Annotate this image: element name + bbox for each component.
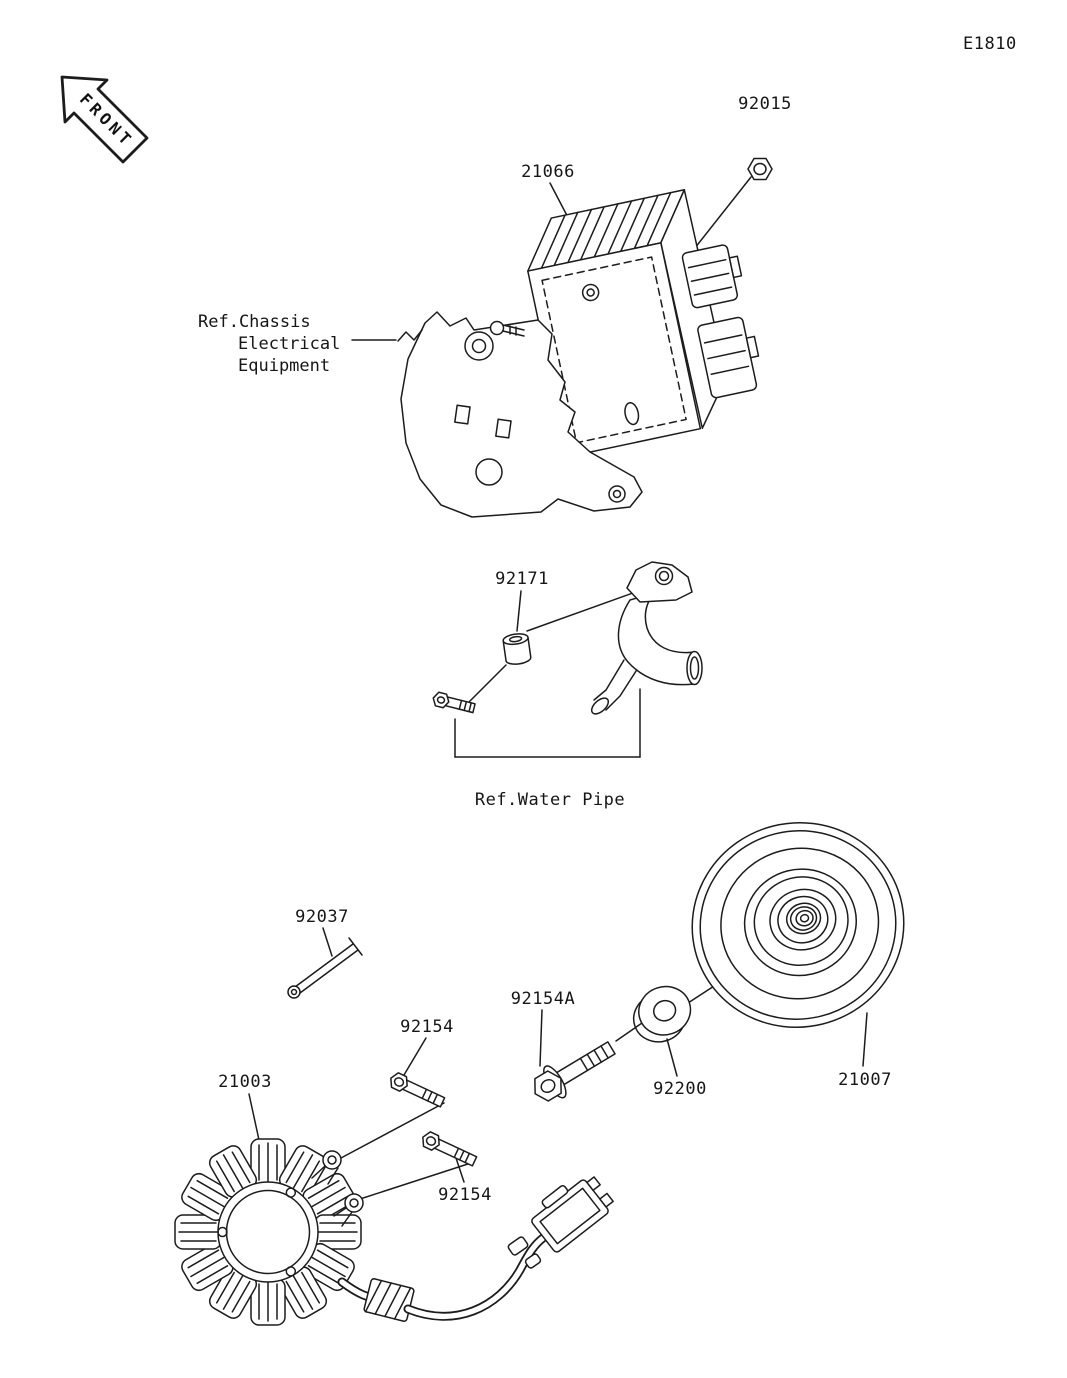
leader-line — [248, 1093, 260, 1141]
leader-line — [526, 588, 645, 632]
part-label-21007: 21007 — [838, 1070, 892, 1090]
water-pipe-drawing — [590, 561, 703, 715]
regulator-connector — [681, 244, 743, 309]
leader-line — [666, 1038, 678, 1077]
leader-line — [539, 1009, 543, 1067]
part-label-92154-lower: 92154 — [438, 1185, 492, 1205]
part-label-92037: 92037 — [295, 907, 349, 927]
nut-92015-drawing — [747, 157, 773, 181]
bracket-screw-drawing — [489, 320, 525, 337]
leader-line — [467, 664, 507, 704]
washer-92200-drawing — [632, 985, 692, 1043]
bolt-92154a-drawing — [534, 1041, 616, 1102]
ref-chassis-label-line2: Electrical — [238, 334, 341, 354]
leader-line — [862, 1012, 868, 1067]
stator-21003-drawing — [174, 1138, 364, 1326]
stator-mount-ear — [333, 1193, 364, 1227]
ref-chassis-label: Ref.Chassis Electrical Equipment — [198, 311, 340, 377]
leader-line — [615, 1022, 643, 1042]
clamp-92171-drawing — [502, 633, 532, 665]
bolt-92154-upper-drawing — [390, 1072, 446, 1108]
leader-line — [516, 590, 522, 632]
part-label-92200: 92200 — [653, 1079, 707, 1099]
part-label-92015: 92015 — [738, 94, 792, 114]
part-label-21003: 21003 — [218, 1072, 272, 1092]
ref-chassis-label-line1: Ref.Chassis — [198, 312, 311, 332]
chassis-bracket-drawing — [397, 311, 643, 518]
regulator-21066-drawing — [527, 189, 760, 458]
stator-cable-drawing — [337, 1176, 614, 1322]
regulator-connector — [697, 316, 760, 399]
front-arrow: FRONT — [60, 75, 149, 164]
page-code: E1810 — [963, 34, 1017, 54]
cable-grommet — [363, 1278, 415, 1322]
leader-line — [356, 1161, 475, 1201]
leader-line — [340, 1102, 445, 1159]
stator-mount-ear — [311, 1150, 342, 1185]
leader-line — [403, 1037, 427, 1076]
ref-chassis-label-line3: Equipment — [238, 356, 331, 376]
pipe-bolt-drawing — [432, 691, 476, 714]
cable-connector — [531, 1176, 614, 1253]
part-label-92154-upper: 92154 — [400, 1017, 454, 1037]
part-label-21066: 21066 — [521, 162, 575, 182]
cable-clip — [524, 1253, 542, 1269]
leader-line — [322, 927, 333, 957]
ref-water-pipe-label: Ref.Water Pipe — [474, 790, 626, 810]
leader-line — [455, 1157, 465, 1183]
cable-clip — [507, 1236, 529, 1256]
part-label-92171: 92171 — [495, 569, 549, 589]
bolt-92154-lower-drawing — [422, 1131, 478, 1167]
pin-92037-drawing — [287, 937, 363, 999]
part-label-92154a: 92154A — [510, 989, 576, 1009]
flywheel-21007-drawing — [691, 822, 905, 1028]
